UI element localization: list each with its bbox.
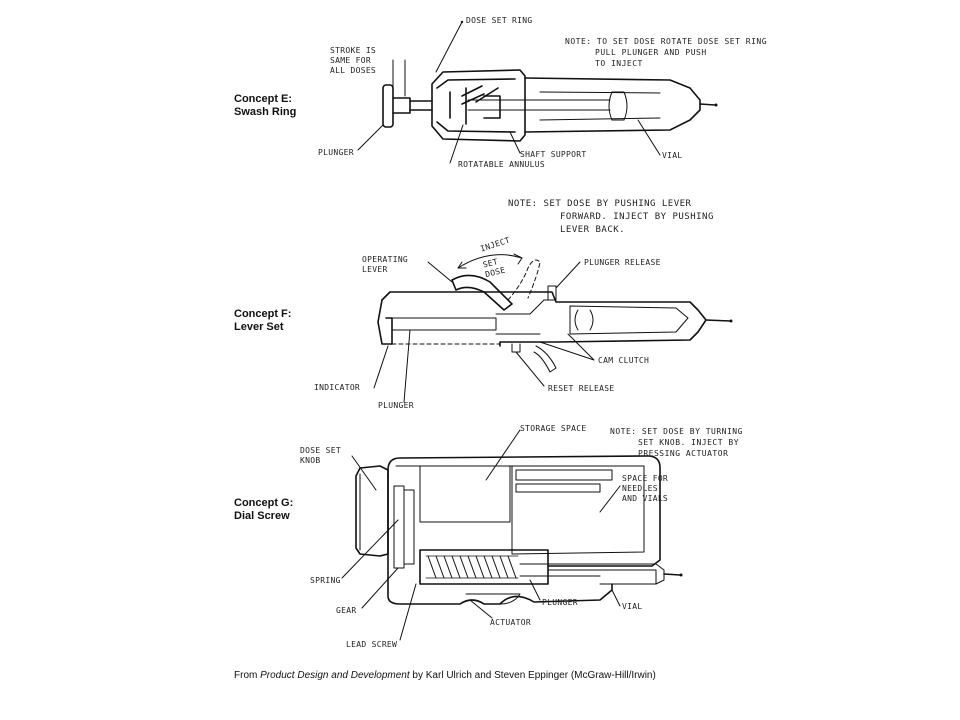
callout-plunger-g: PLUNGER bbox=[542, 598, 578, 607]
callout-indicator: INDICATOR bbox=[314, 383, 361, 392]
callout-vial-g: VIAL bbox=[622, 602, 643, 611]
note-line: FORWARD. INJECT BY PUSHING bbox=[560, 212, 714, 222]
concept-g-sketch bbox=[341, 429, 683, 641]
credit-book-title: Product Design and Development bbox=[260, 670, 410, 681]
callout-line: OPERATING bbox=[362, 255, 409, 264]
callout-dose-set-knob: DOSE SET KNOB bbox=[300, 446, 341, 466]
concept-f-title: Concept F: bbox=[234, 308, 292, 320]
callout-line: AND VIALS bbox=[622, 494, 669, 503]
concept-g-note: NOTE: SET DOSE BY TURNING SET KNOB. INJE… bbox=[610, 426, 743, 459]
callout-line: ALL DOSES bbox=[330, 66, 377, 75]
concept-e-subtitle: Swash Ring bbox=[234, 106, 297, 118]
callout-cam-clutch: CAM CLUTCH bbox=[598, 356, 650, 365]
callout-vial-e: VIAL bbox=[662, 151, 683, 160]
callout-storage-space: STORAGE SPACE bbox=[520, 424, 587, 433]
callout-plunger-e: PLUNGER bbox=[318, 148, 354, 157]
callout-lead-screw: LEAD SCREW bbox=[346, 640, 398, 649]
callout-reset-release: RESET RELEASE bbox=[548, 384, 615, 393]
concept-f-sketch bbox=[373, 253, 733, 403]
callout-rotatable-annulus: ROTATABLE ANNULUS bbox=[458, 160, 545, 169]
note-line: NOTE: TO SET DOSE ROTATE DOSE SET RING bbox=[565, 37, 768, 46]
callout-spring: SPRING bbox=[310, 576, 341, 585]
note-line: SET KNOB. INJECT BY bbox=[638, 438, 740, 447]
note-line: LEVER BACK. bbox=[560, 225, 626, 235]
callout-line: DOSE SET bbox=[300, 446, 341, 455]
concept-f-subtitle: Lever Set bbox=[234, 321, 284, 333]
concept-e-sketch bbox=[357, 20, 718, 164]
callout-line: SAME FOR bbox=[330, 56, 371, 65]
callout-shaft-support: SHAFT SUPPORT bbox=[520, 150, 587, 159]
callout-line: STROKE IS bbox=[330, 46, 377, 55]
callout-dose-set-ring: DOSE SET RING bbox=[466, 16, 533, 25]
note-line: TO INJECT bbox=[595, 59, 643, 68]
callout-line: LEVER bbox=[362, 265, 388, 274]
concept-e-note: NOTE: TO SET DOSE ROTATE DOSE SET RING P… bbox=[565, 36, 767, 69]
credit-suffix: by Karl Ulrich and Steven Eppinger (McGr… bbox=[409, 670, 656, 681]
credit-prefix: From bbox=[234, 670, 261, 681]
concept-g-title: Concept G: bbox=[234, 497, 294, 509]
callout-gear: GEAR bbox=[336, 606, 357, 615]
callout-stroke: STROKE IS SAME FOR ALL DOSES bbox=[330, 46, 376, 76]
callout-operating-lever: OPERATING LEVER bbox=[362, 255, 408, 275]
concept-g-subtitle: Dial Screw bbox=[234, 510, 290, 522]
callout-actuator: ACTUATOR bbox=[490, 618, 531, 627]
callout-space-for: SPACE FOR NEEDLES AND VIALS bbox=[622, 474, 668, 504]
concept-f-note: NOTE: SET DOSE BY PUSHING LEVER FORWARD.… bbox=[508, 198, 714, 237]
note-line: NOTE: SET DOSE BY TURNING bbox=[610, 427, 743, 436]
callout-plunger-release: PLUNGER RELEASE bbox=[584, 258, 661, 267]
concept-e-label: Concept E: Swash Ring bbox=[234, 93, 296, 119]
callout-line: SPACE FOR bbox=[622, 474, 669, 483]
source-credit: From Product Design and Development by K… bbox=[234, 670, 656, 681]
concept-e-title: Concept E: bbox=[234, 93, 293, 105]
note-line: PRESSING ACTUATOR bbox=[638, 449, 729, 458]
concept-g-label: Concept G: Dial Screw bbox=[234, 497, 293, 523]
callout-line: NEEDLES bbox=[622, 484, 658, 493]
callout-line: KNOB bbox=[300, 456, 321, 465]
concept-f-label: Concept F: Lever Set bbox=[234, 308, 291, 334]
note-line: PULL PLUNGER AND PUSH bbox=[595, 48, 707, 57]
note-line: NOTE: SET DOSE BY PUSHING LEVER bbox=[508, 199, 692, 209]
callout-plunger-f: PLUNGER bbox=[378, 401, 414, 410]
